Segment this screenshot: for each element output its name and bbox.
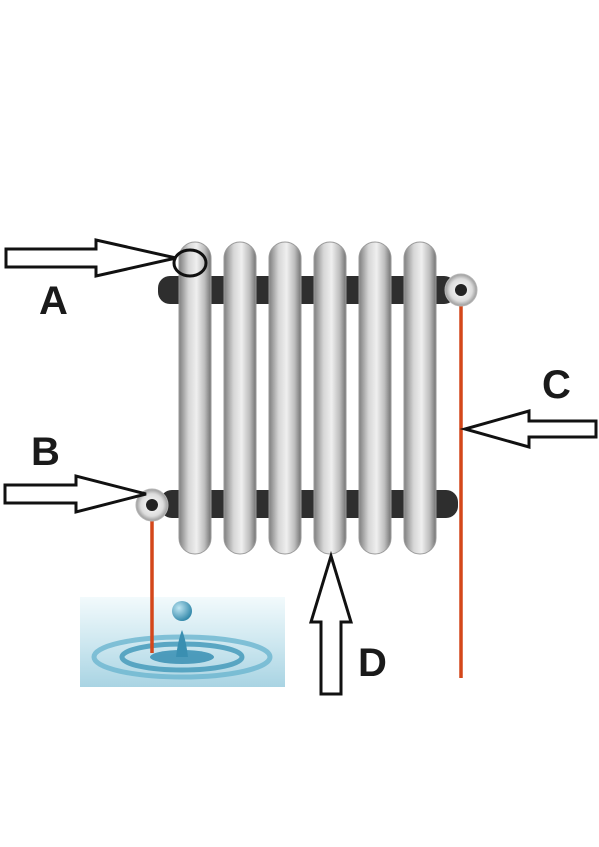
arrow-icon	[459, 409, 598, 449]
valve-icon	[444, 273, 478, 307]
valve-icon	[135, 488, 169, 522]
arrow-icon	[3, 474, 147, 514]
radiator-icon	[178, 241, 437, 555]
label-a: A	[39, 279, 68, 323]
label-c: C	[542, 363, 571, 407]
arrow-icon	[308, 550, 354, 696]
air-vent-marker	[172, 248, 208, 278]
arrow-icon	[4, 238, 177, 278]
label-d: D	[358, 641, 387, 685]
label-b: B	[31, 430, 60, 474]
water-drop-icon	[80, 597, 285, 687]
